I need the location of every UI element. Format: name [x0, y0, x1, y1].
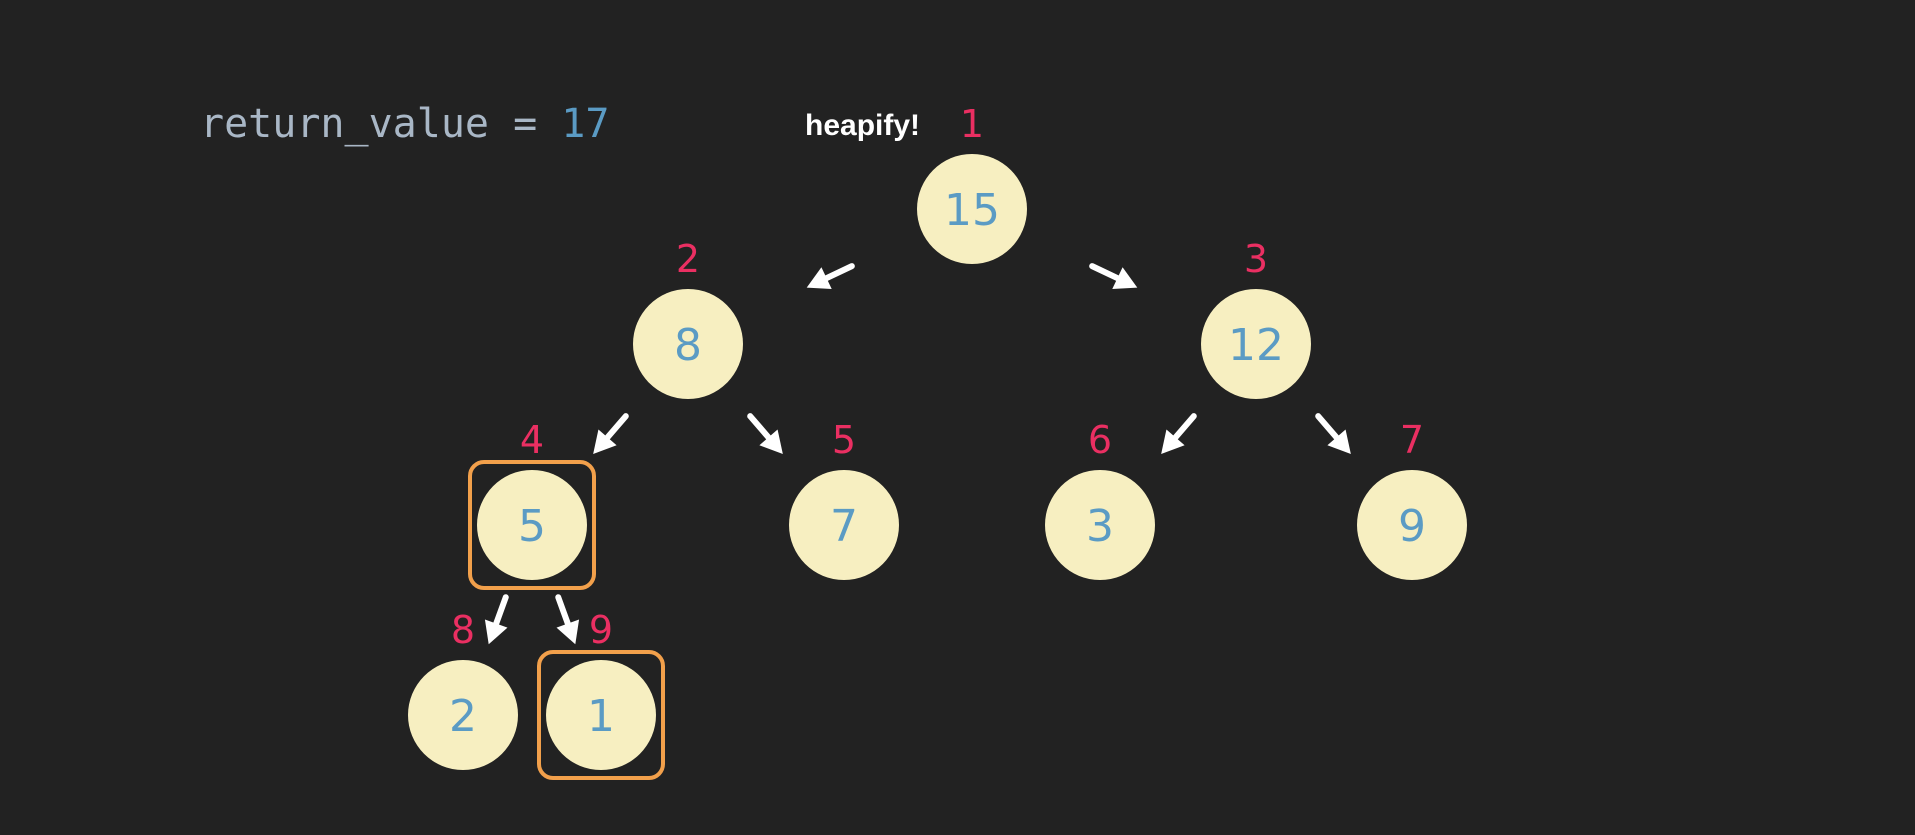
node-index-label: 9 [589, 608, 613, 652]
edge-arrow-4-9 [555, 594, 580, 645]
code-value: 17 [561, 101, 610, 147]
node-circle [1201, 289, 1311, 399]
node-circle [917, 154, 1027, 264]
heap-node-2: 82 [633, 237, 743, 399]
heap-node-8: 28 [408, 608, 518, 770]
edge-arrow-2-5 [747, 413, 783, 455]
node-value: 7 [830, 501, 858, 552]
node-circle [408, 660, 518, 770]
code-operator: = [513, 101, 538, 147]
node-index-label: 3 [1244, 237, 1268, 281]
node-circle [1045, 470, 1155, 580]
node-index-label: 1 [960, 102, 984, 146]
node-value: 8 [674, 320, 702, 371]
node-index-label: 6 [1088, 418, 1112, 462]
edge-arrow-4-8 [484, 594, 509, 645]
edge-arrow-2-4 [593, 413, 629, 455]
highlight-box [537, 650, 665, 780]
node-value: 5 [518, 501, 546, 552]
node-index-label: 5 [832, 418, 856, 462]
edge-arrow-1-2 [806, 263, 855, 289]
code-variable: return_value [200, 101, 489, 147]
node-value: 2 [449, 691, 477, 742]
operation-label: heapify! [805, 109, 921, 142]
node-index-label: 2 [676, 237, 700, 281]
code-line: return_value = 17 [200, 96, 609, 152]
edge-arrow-3-6 [1161, 413, 1197, 455]
heap-node-6: 36 [1045, 418, 1155, 580]
node-value: 9 [1398, 501, 1426, 552]
edge-arrow-3-7 [1315, 413, 1351, 455]
node-circle [789, 470, 899, 580]
node-value: 1 [587, 691, 615, 742]
node-value: 3 [1086, 501, 1114, 552]
node-circle [1357, 470, 1467, 580]
heap-node-1: 15 1 [917, 102, 1027, 264]
node-value: 12 [1228, 320, 1284, 371]
edge-arrow-1-3 [1089, 263, 1138, 289]
node-index-label: 4 [520, 418, 544, 462]
heap-node-9: 19 [537, 608, 665, 780]
heap-node-5: 75 [789, 418, 899, 580]
highlight-box [468, 460, 596, 590]
node-circle [633, 289, 743, 399]
node-value: 15 [944, 185, 1000, 236]
heap-node-3: 12 3 [1201, 237, 1311, 399]
heap-node-4: 54 [468, 418, 596, 590]
node-index-label: 7 [1400, 418, 1424, 462]
node-index-label: 8 [451, 608, 475, 652]
heap-node-7: 97 [1357, 418, 1467, 580]
node-circle [477, 470, 587, 580]
node-circle [546, 660, 656, 770]
